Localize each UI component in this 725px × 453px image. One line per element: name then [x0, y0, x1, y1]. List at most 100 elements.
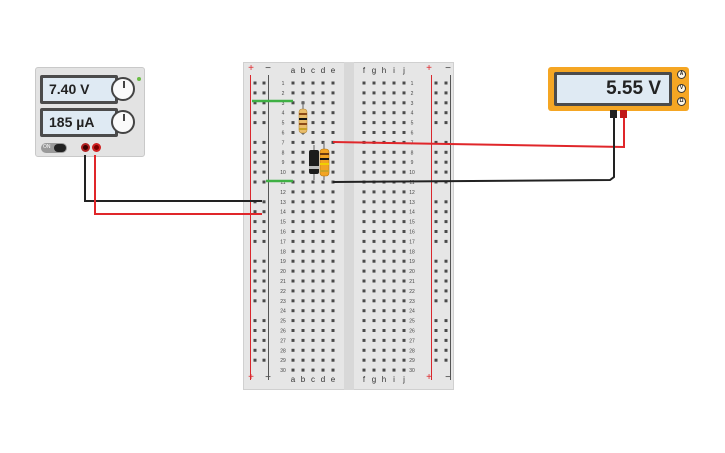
rail-hole[interactable]	[434, 220, 438, 224]
breadboard-hole[interactable]	[331, 358, 335, 362]
rail-hole[interactable]	[444, 220, 448, 224]
rail-hole[interactable]	[253, 101, 257, 105]
rail-hole[interactable]	[434, 200, 438, 204]
breadboard-hole[interactable]	[291, 348, 295, 352]
rail-hole[interactable]	[444, 160, 448, 164]
rail-hole[interactable]	[434, 269, 438, 273]
wire-red-meter-to-row7[interactable]	[332, 114, 625, 149]
breadboard-hole[interactable]	[362, 200, 366, 204]
rail-hole[interactable]	[434, 239, 438, 243]
breadboard-hole[interactable]	[321, 101, 325, 105]
rail-hole[interactable]	[444, 348, 448, 352]
breadboard-hole[interactable]	[372, 220, 376, 224]
breadboard-hole[interactable]	[362, 170, 366, 174]
rail-hole[interactable]	[253, 210, 257, 214]
breadboard-hole[interactable]	[402, 289, 406, 293]
breadboard-hole[interactable]	[392, 230, 396, 233]
breadboard-hole[interactable]	[372, 101, 376, 105]
rail-hole[interactable]	[262, 299, 266, 303]
breadboard-hole[interactable]	[402, 121, 406, 125]
breadboard-hole[interactable]	[291, 160, 295, 164]
breadboard-hole[interactable]	[321, 338, 325, 342]
breadboard-hole[interactable]	[311, 368, 315, 372]
breadboard-hole[interactable]	[331, 338, 335, 342]
breadboard-hole[interactable]	[301, 170, 305, 174]
breadboard-hole[interactable]	[331, 259, 335, 263]
breadboard-hole[interactable]	[392, 121, 396, 125]
rail-hole[interactable]	[253, 299, 257, 303]
breadboard-hole[interactable]	[331, 309, 335, 313]
breadboard-hole[interactable]	[311, 239, 315, 243]
rail-hole[interactable]	[253, 170, 257, 174]
mode-ohms-button[interactable]: Ω	[677, 97, 686, 106]
breadboard-hole[interactable]	[392, 259, 396, 263]
voltage-knob[interactable]	[111, 77, 135, 101]
breadboard-hole[interactable]	[291, 358, 295, 362]
breadboard-hole[interactable]	[392, 348, 396, 352]
breadboard-hole[interactable]	[382, 368, 386, 372]
resistor-2[interactable]	[319, 148, 330, 177]
breadboard-hole[interactable]	[291, 319, 295, 323]
rail-hole[interactable]	[444, 230, 448, 233]
breadboard-hole[interactable]	[311, 309, 315, 313]
rail-hole[interactable]	[434, 338, 438, 342]
breadboard-hole[interactable]	[321, 111, 325, 115]
breadboard-hole[interactable]	[321, 131, 325, 134]
breadboard-hole[interactable]	[382, 309, 386, 313]
rail-hole[interactable]	[253, 289, 257, 293]
breadboard-hole[interactable]	[392, 249, 396, 253]
breadboard-hole[interactable]	[291, 289, 295, 293]
rail-hole[interactable]	[434, 81, 438, 85]
rail-hole[interactable]	[434, 140, 438, 144]
rail-hole[interactable]	[434, 150, 438, 154]
breadboard-hole[interactable]	[301, 289, 305, 293]
breadboard-hole[interactable]	[291, 269, 295, 273]
rail-hole[interactable]	[262, 81, 266, 85]
rail-hole[interactable]	[253, 269, 257, 273]
breadboard-hole[interactable]	[331, 200, 335, 204]
breadboard-hole[interactable]	[392, 319, 396, 323]
breadboard-hole[interactable]	[372, 150, 376, 154]
breadboard-hole[interactable]	[331, 121, 335, 125]
breadboard-hole[interactable]	[291, 279, 295, 283]
breadboard-hole[interactable]	[301, 160, 305, 164]
breadboard-hole[interactable]	[362, 101, 366, 105]
breadboard-hole[interactable]	[301, 358, 305, 362]
breadboard-hole[interactable]	[331, 299, 335, 303]
breadboard-hole[interactable]	[392, 329, 396, 332]
rail-hole[interactable]	[434, 259, 438, 263]
breadboard-hole[interactable]	[392, 358, 396, 362]
rail-hole[interactable]	[253, 319, 257, 323]
rail-hole[interactable]	[434, 358, 438, 362]
breadboard-hole[interactable]	[392, 289, 396, 293]
breadboard-hole[interactable]	[402, 170, 406, 174]
breadboard-hole[interactable]	[362, 338, 366, 342]
rail-hole[interactable]	[444, 81, 448, 85]
breadboard-hole[interactable]	[291, 121, 295, 125]
breadboard-hole[interactable]	[402, 358, 406, 362]
breadboard-hole[interactable]	[392, 111, 396, 115]
breadboard-hole[interactable]	[382, 200, 386, 204]
breadboard-hole[interactable]	[382, 239, 386, 243]
rail-hole[interactable]	[434, 91, 438, 95]
rail-hole[interactable]	[262, 111, 266, 115]
breadboard-hole[interactable]	[382, 279, 386, 283]
breadboard-hole[interactable]	[372, 299, 376, 303]
breadboard-hole[interactable]	[301, 348, 305, 352]
rail-hole[interactable]	[444, 279, 448, 283]
breadboard-hole[interactable]	[291, 81, 295, 85]
breadboard-hole[interactable]	[321, 210, 325, 214]
breadboard-hole[interactable]	[402, 101, 406, 105]
breadboard-hole[interactable]	[311, 249, 315, 253]
breadboard-hole[interactable]	[321, 348, 325, 352]
breadboard-hole[interactable]	[362, 289, 366, 293]
breadboard-hole[interactable]	[331, 81, 335, 85]
breadboard-hole[interactable]	[311, 81, 315, 85]
rail-hole[interactable]	[434, 230, 438, 233]
breadboard-hole[interactable]	[362, 319, 366, 323]
rail-hole[interactable]	[444, 299, 448, 303]
breadboard-hole[interactable]	[362, 249, 366, 253]
breadboard-hole[interactable]	[331, 289, 335, 293]
breadboard-hole[interactable]	[331, 319, 335, 323]
multimeter[interactable]: 5.55 V A V Ω	[548, 67, 689, 111]
